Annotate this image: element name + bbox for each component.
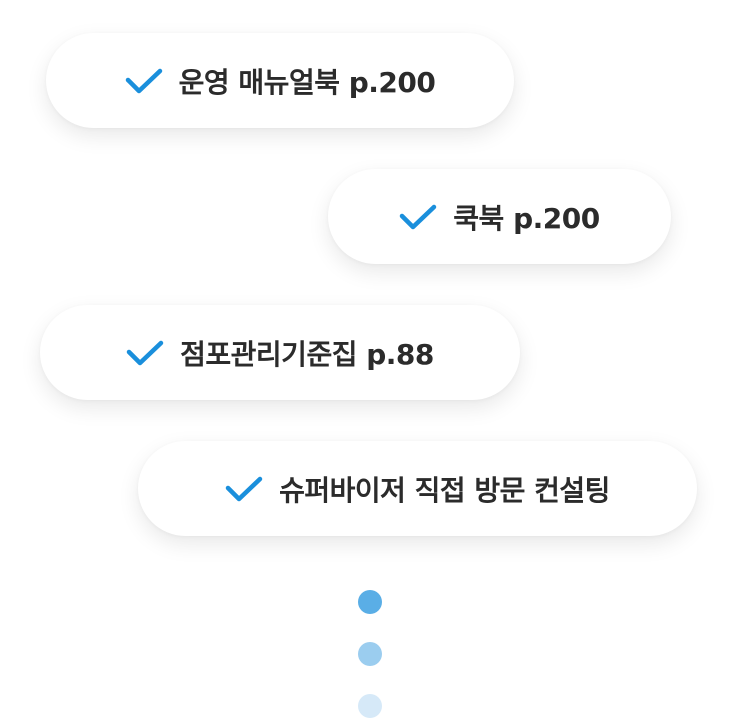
pagination-dot (358, 590, 382, 614)
checklist-item-label: 운영 매뉴얼북 p.200 (178, 65, 436, 99)
checklist-item-supervisor-visit: 슈퍼바이저 직접 방문 컨설팅 (138, 441, 697, 536)
check-icon (400, 204, 437, 229)
check-icon (126, 340, 164, 365)
check-icon (125, 68, 162, 93)
checklist-item-manual: 운영 매뉴얼북 p.200 (46, 33, 514, 128)
pagination-dot (358, 694, 382, 718)
checklist-item-label: 쿡북 p.200 (453, 201, 600, 235)
checklist-item-store-standards: 점포관리기준집 p.88 (40, 305, 520, 400)
check-icon (225, 476, 263, 501)
checklist-item-label: 점포관리기준집 p.88 (180, 337, 434, 371)
pagination-dot (358, 642, 382, 666)
checklist-item-cookbook: 쿡북 p.200 (328, 169, 671, 264)
checklist-item-label: 슈퍼바이저 직접 방문 컨설팅 (279, 473, 610, 507)
